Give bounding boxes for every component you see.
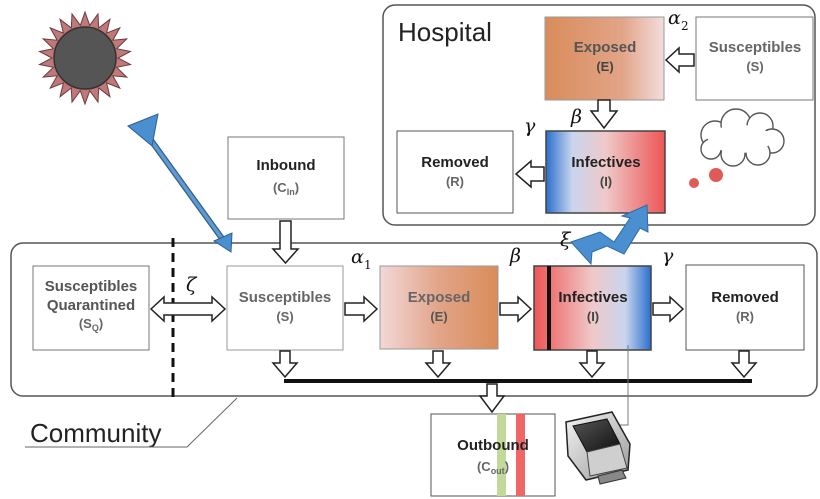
svg-text:α: α	[668, 7, 681, 29]
arrow-removed-down	[730, 350, 758, 379]
rate-gamma-community-label: γ	[662, 245, 674, 267]
rate-alpha2-label: α 2	[668, 7, 689, 33]
svg-text:Infectives: Infectives	[558, 289, 627, 306]
hospital-exposed-box: Exposed (E)	[544, 16, 665, 101]
arrow-to-outbound	[478, 383, 506, 414]
arrow-hinfectives-to-hremoved	[514, 159, 545, 189]
hospital-infectives-box: Infectives (I)	[545, 130, 666, 214]
svg-text:Susceptibles: Susceptibles	[45, 278, 138, 295]
svg-text:(S): (S)	[746, 59, 763, 74]
community-title: Community	[30, 418, 161, 448]
arrow-hexposed-to-hinfectives	[589, 99, 619, 130]
arrow-quarantine-exchange	[149, 295, 227, 323]
susceptibles-quarantined-box: Susceptibles Quarantined (SQ)	[32, 265, 150, 351]
svg-text:α: α	[351, 246, 364, 268]
rate-beta-hospital-label: β	[570, 106, 582, 128]
community-removed-box: Removed (R)	[685, 264, 805, 351]
rate-gamma-hospital-label: γ	[524, 115, 536, 137]
community-susceptibles-box: Susceptibles (S)	[226, 265, 344, 351]
community-region	[10, 242, 818, 397]
thought-cloud-icon	[689, 108, 785, 188]
svg-text:Susceptibles: Susceptibles	[709, 39, 802, 56]
svg-text:Outbound: Outbound	[457, 437, 529, 454]
inbound-box: Inbound (CIn)	[227, 136, 345, 220]
svg-text:(Cout): (Cout)	[477, 459, 509, 476]
svg-text:Exposed: Exposed	[574, 39, 637, 56]
svg-text:(S): (S)	[276, 309, 293, 324]
svg-text:(R): (R)	[736, 309, 754, 324]
arrow-infectives-down	[578, 350, 606, 379]
rate-xi-label: ξ	[560, 229, 572, 251]
rate-alpha1-label: α 1	[351, 246, 372, 272]
community-infectives-box: Infectives (I)	[533, 265, 652, 351]
arrow-hsusceptibles-to-hexposed	[664, 46, 695, 74]
arrow-inbound-to-susceptibles	[271, 220, 300, 265]
svg-text:Removed: Removed	[421, 154, 489, 171]
svg-text:2: 2	[681, 19, 689, 33]
hospital-susceptibles-box: Susceptibles (S)	[695, 16, 814, 101]
svg-text:(SQ): (SQ)	[79, 316, 103, 333]
hospital-removed-box: Removed (R)	[396, 130, 514, 214]
community-exposed-box: Exposed (E)	[379, 265, 499, 350]
hospital-title: Hospital	[398, 17, 492, 47]
svg-text:Exposed: Exposed	[408, 289, 471, 306]
rate-beta-community-label: β	[509, 245, 521, 267]
arrow-icon	[127, 113, 233, 253]
community-callout-line	[25, 397, 238, 448]
rate-zeta-label: ζ	[186, 274, 198, 296]
svg-text:(E): (E)	[430, 309, 447, 324]
arrow-infectives-to-removed	[652, 295, 685, 323]
svg-text:(I): (I)	[587, 309, 599, 324]
svg-text:(I): (I)	[600, 174, 612, 189]
svg-text:(E): (E)	[596, 59, 613, 74]
arrow-exposed-down	[424, 350, 452, 379]
sun-icon	[38, 10, 132, 106]
svg-text:Inbound: Inbound	[256, 157, 315, 174]
computer-monitor-icon	[565, 411, 631, 485]
arrow-susceptibles-to-exposed	[344, 295, 379, 323]
svg-text:Susceptibles: Susceptibles	[239, 289, 332, 306]
svg-text:(CIn): (CIn)	[273, 180, 299, 197]
arrow-xi-transfer	[570, 204, 649, 266]
svg-text:Quarantined: Quarantined	[47, 297, 135, 314]
svg-text:1: 1	[364, 258, 372, 272]
arrow-susceptibles-down	[271, 350, 299, 379]
arrow-exposed-to-infectives	[499, 295, 533, 323]
svg-text:(R): (R)	[446, 174, 464, 189]
outbound-box: Outbound (Cout)	[430, 413, 556, 497]
svg-text:Infectives: Infectives	[571, 154, 640, 171]
svg-text:Removed: Removed	[711, 289, 779, 306]
